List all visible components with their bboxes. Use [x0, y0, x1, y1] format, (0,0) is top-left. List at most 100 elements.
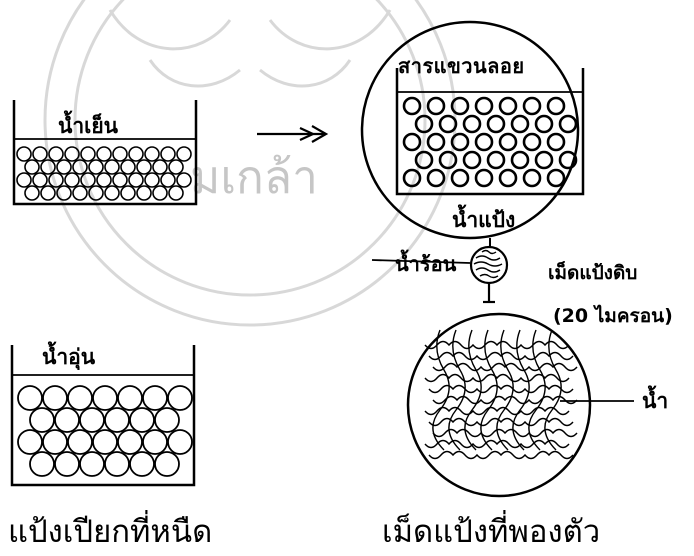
- suspended-granule: [464, 152, 480, 168]
- settled-granule: [129, 147, 143, 161]
- suspended-granule: [548, 170, 564, 186]
- label-raw-granule: เม็ดแป้งดิบ: [548, 258, 637, 288]
- settled-granule: [153, 160, 167, 174]
- settled-granule: [121, 186, 135, 200]
- swollen-granule: [30, 408, 54, 432]
- suspended-granule: [440, 152, 456, 168]
- settled-granule: [145, 147, 159, 161]
- suspended-granule: [500, 98, 516, 114]
- swollen-granule: [168, 386, 192, 410]
- swollen-granule: [130, 408, 154, 432]
- suspended-granule: [536, 152, 552, 168]
- suspended-granule: [452, 170, 468, 186]
- suspended-granule: [500, 170, 516, 186]
- swollen-granule: [30, 452, 54, 476]
- suspended-granule: [536, 116, 552, 132]
- swollen-granule: [155, 452, 179, 476]
- suspended-granule: [476, 98, 492, 114]
- settled-granule: [121, 160, 135, 174]
- suspended-granule: [524, 134, 540, 150]
- suspended-granule: [404, 134, 420, 150]
- label-cold-water: น้ำเย็น: [58, 110, 118, 143]
- network-strand: [429, 452, 573, 459]
- label-granule-size: (20 ไมครอน): [553, 301, 673, 331]
- swollen-granule: [105, 452, 129, 476]
- suspended-granule: [476, 170, 492, 186]
- suspended-granule: [500, 134, 516, 150]
- settled-granule: [153, 186, 167, 200]
- settled-granule: [177, 173, 191, 187]
- swollen-granule: [130, 452, 154, 476]
- suspended-granule: [560, 116, 576, 132]
- suspended-granule: [476, 134, 492, 150]
- suspended-granule: [548, 98, 564, 114]
- watermark-text: มเกล้า: [190, 150, 318, 204]
- network-strand: [425, 342, 569, 349]
- settled-granule: [97, 147, 111, 161]
- settled-granule: [89, 160, 103, 174]
- suspended-granule: [488, 152, 504, 168]
- swollen-granule: [80, 452, 104, 476]
- settled-granule: [161, 147, 175, 161]
- swollen-granule: [68, 386, 92, 410]
- settled-granule: [129, 173, 143, 187]
- caption-viscous-paste: แป้งเปียกที่หนืด: [8, 506, 212, 556]
- settled-granule: [25, 160, 39, 174]
- swollen-granule: [18, 386, 42, 410]
- settled-granule: [33, 173, 47, 187]
- settled-granule: [105, 186, 119, 200]
- network-strand: [433, 430, 577, 437]
- swollen-granule: [105, 408, 129, 432]
- settled-granule: [65, 173, 79, 187]
- raw-granule-texture: [474, 251, 502, 278]
- swollen-granule: [43, 430, 67, 454]
- network-strand: [425, 441, 569, 448]
- cold-settled-granules: [17, 147, 191, 200]
- suspended-granule: [548, 134, 564, 150]
- settled-granule: [113, 173, 127, 187]
- settled-granule: [113, 147, 127, 161]
- settled-granule: [137, 186, 151, 200]
- settled-granule: [73, 186, 87, 200]
- suspended-granule: [524, 170, 540, 186]
- settled-granule: [49, 147, 63, 161]
- suspended-granule: [416, 152, 432, 168]
- label-warm-water: น้ำอุ่น: [42, 341, 95, 374]
- network-strand: [425, 408, 569, 415]
- settled-granule: [41, 186, 55, 200]
- swollen-granule: [118, 386, 142, 410]
- settled-granule: [17, 147, 31, 161]
- swollen-granule: [93, 386, 117, 410]
- settled-granule: [97, 173, 111, 187]
- swollen-granule: [143, 386, 167, 410]
- settled-granule: [33, 147, 47, 161]
- settled-granule: [25, 186, 39, 200]
- suspended-granule: [428, 134, 444, 150]
- settled-granule: [137, 160, 151, 174]
- settled-granule: [177, 147, 191, 161]
- suspended-granule: [428, 170, 444, 186]
- swollen-granule-circle: [408, 314, 590, 496]
- settled-granule: [17, 173, 31, 187]
- label-water: น้ำ: [642, 385, 668, 418]
- swollen-granule: [18, 430, 42, 454]
- swollen-granule: [93, 430, 117, 454]
- suspended-granule: [428, 98, 444, 114]
- network-strand: [433, 397, 577, 404]
- suspended-granule: [512, 116, 528, 132]
- swollen-granule-network: [425, 330, 577, 459]
- settled-granule: [161, 173, 175, 187]
- suspended-granule: [404, 98, 420, 114]
- swollen-granule: [168, 430, 192, 454]
- suspended-granule: [524, 98, 540, 114]
- settled-granule: [105, 160, 119, 174]
- suspended-granule: [464, 116, 480, 132]
- swollen-granules-packed: [18, 386, 192, 476]
- process-arrow: [257, 126, 326, 142]
- settled-granule: [81, 147, 95, 161]
- label-starch-paste: น้ำแป้ง: [452, 204, 515, 237]
- label-suspension: สารแขวนลอย: [398, 50, 525, 82]
- swollen-granule: [55, 408, 79, 432]
- suspended-granule: [488, 116, 504, 132]
- swollen-granule: [143, 430, 167, 454]
